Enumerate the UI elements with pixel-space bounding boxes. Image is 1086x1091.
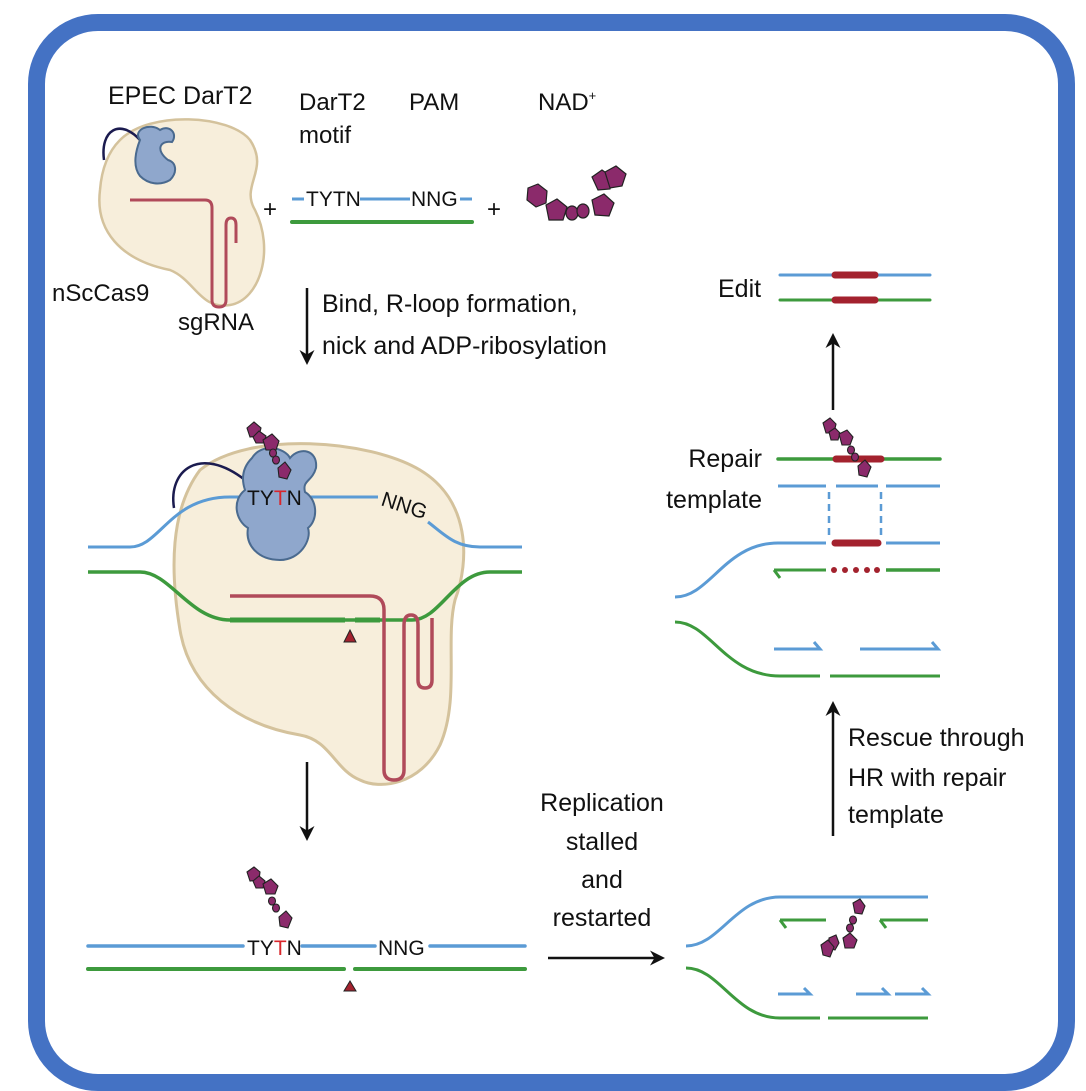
motif-header-line2: motif xyxy=(299,122,351,149)
adp-ribose-attached xyxy=(246,866,293,929)
step3-line3: template xyxy=(848,801,944,829)
edit-synthesis-dots xyxy=(831,567,880,573)
lagging-fragment xyxy=(772,568,826,579)
step2-line4: restarted xyxy=(553,904,652,932)
adp-ribose-attached xyxy=(822,417,872,478)
cas9-label: nScCas9 xyxy=(52,280,149,307)
lagging-fragment xyxy=(778,918,826,929)
dart2-large xyxy=(235,447,318,562)
nick-site-marker xyxy=(343,628,357,643)
panel-stalled-fork xyxy=(685,895,932,1020)
step1-line1: Bind, R-loop formation, xyxy=(322,290,578,318)
lagging-fragment xyxy=(878,918,928,929)
sgrna-label: sgRNA xyxy=(178,309,254,336)
adp-ribose-free xyxy=(820,898,866,958)
fork-bottom-parent xyxy=(685,966,820,1020)
seq-motif-modified: TYTN xyxy=(247,937,302,960)
nick-site-marker xyxy=(343,980,357,992)
leading-fragment xyxy=(778,986,814,996)
leading-fragment xyxy=(860,641,942,651)
seq-motif: TYTN xyxy=(306,188,361,211)
motif-header-line1: DarT2 xyxy=(299,89,366,116)
panel-components: EPEC DarT2 nScCas9 sgRNA + DarT2 motif P… xyxy=(52,82,627,336)
step1-line2: nick and ADP-ribosylation xyxy=(322,332,607,360)
fork-bottom-parent xyxy=(674,620,820,678)
fork-top-parent xyxy=(685,895,928,948)
panel-modified-dna: TYTN NNG xyxy=(86,866,527,992)
seq-motif-large: TYTN xyxy=(247,487,302,510)
step2-line3: and xyxy=(581,866,623,894)
dart2-small xyxy=(134,125,176,185)
leading-fragment xyxy=(856,986,892,996)
step3-line1: Rescue through xyxy=(848,724,1025,752)
panel-edit: Edit xyxy=(718,271,932,304)
sgrna-large xyxy=(230,594,434,782)
nad-molecule xyxy=(526,165,627,221)
pam-header: PAM xyxy=(409,89,459,116)
adp-ribose-attached xyxy=(246,421,292,480)
linker-large xyxy=(172,462,246,509)
cas9-large-body xyxy=(172,442,466,786)
fork-top-parent xyxy=(674,541,826,599)
leading-fragment xyxy=(774,641,824,651)
seq-pam: NNG xyxy=(411,188,458,211)
plus-sign-1: + xyxy=(263,196,277,223)
repair-line1: Repair xyxy=(688,445,762,473)
leading-fragment xyxy=(895,986,932,996)
enzyme-label: EPEC DarT2 xyxy=(108,82,252,110)
repair-line2: template xyxy=(666,486,762,514)
dna-top-right xyxy=(427,520,522,549)
strand-exchange-crossover xyxy=(827,492,883,535)
step3-line2: HR with repair xyxy=(848,764,1006,792)
step2-line1: Replication xyxy=(540,789,664,817)
seq-pam-modified: NNG xyxy=(378,937,425,960)
linker-small xyxy=(102,127,141,161)
edit-label: Edit xyxy=(718,275,761,303)
cas9-small-body xyxy=(98,118,266,307)
sgrna-small xyxy=(130,198,238,309)
dna-top-large xyxy=(88,495,300,549)
nad-header: NAD+ xyxy=(538,88,596,116)
step2-line2: stalled xyxy=(566,828,638,856)
plus-sign-2: + xyxy=(487,196,501,223)
panel-hr-repair: Repair template xyxy=(666,417,942,678)
panel-rloop: TYTN NNG xyxy=(88,421,522,786)
